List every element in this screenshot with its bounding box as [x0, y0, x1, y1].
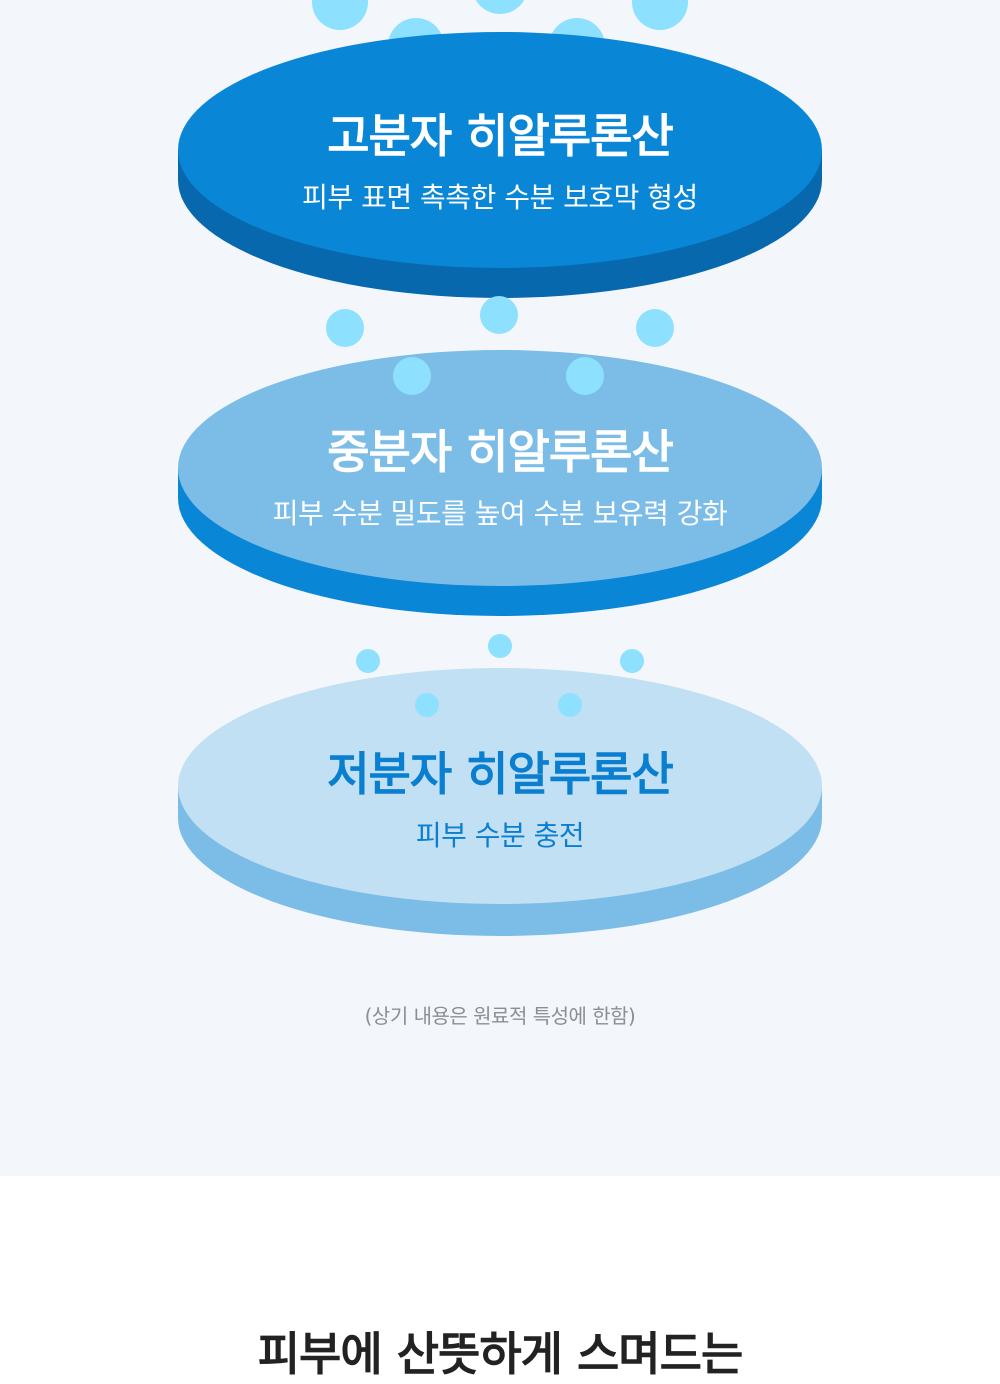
layer-mid-text: 중분자 히알루론산 피부 수분 밀도를 높여 수분 보유력 강화: [0, 416, 1000, 532]
bubble: [480, 296, 518, 334]
bubble: [475, 0, 525, 14]
layer-low-text: 저분자 히알루론산 피부 수분 충전: [0, 738, 1000, 854]
disc-top: [178, 350, 822, 586]
layer-title: 중분자 히알루론산: [327, 425, 674, 479]
bubble: [415, 693, 439, 717]
disc-mid-molecular: [178, 350, 822, 616]
disc-top: [178, 32, 822, 268]
bubble: [326, 309, 364, 347]
bubble: [632, 0, 688, 30]
layer-subtitle: 피부 표면 촉촉한 수분 보호막 형성: [302, 181, 698, 214]
bubbles-middle: [326, 296, 674, 347]
disclaimer-note: (상기 내용은 원료적 특성에 한함): [364, 1004, 636, 1028]
layer-high-text: 고분자 히알루론산 피부 표면 촉촉한 수분 보호막 형성: [0, 100, 1000, 216]
disc-top: [178, 668, 822, 904]
layer-subtitle: 피부 수분 충전: [415, 819, 585, 852]
bubble: [566, 357, 604, 395]
bubble: [312, 0, 368, 30]
bubble: [636, 309, 674, 347]
bubble: [356, 649, 380, 673]
disc-low-molecular: [178, 668, 822, 936]
bubble: [558, 693, 582, 717]
layer-title: 저분자 히알루론산: [327, 747, 674, 801]
bubbles-lower: [356, 634, 644, 673]
layer-title: 고분자 히알루론산: [327, 109, 674, 163]
layer-subtitle: 피부 수분 밀도를 높여 수분 보유력 강화: [272, 497, 728, 530]
bubble: [393, 357, 431, 395]
bubble: [488, 634, 512, 658]
hyaluronic-acid-layers-illustration: [178, 0, 822, 936]
section-heading: 피부에 산뜻하게 스며드는: [257, 1327, 744, 1381]
disc-high-molecular: [178, 32, 822, 298]
bubble: [620, 649, 644, 673]
